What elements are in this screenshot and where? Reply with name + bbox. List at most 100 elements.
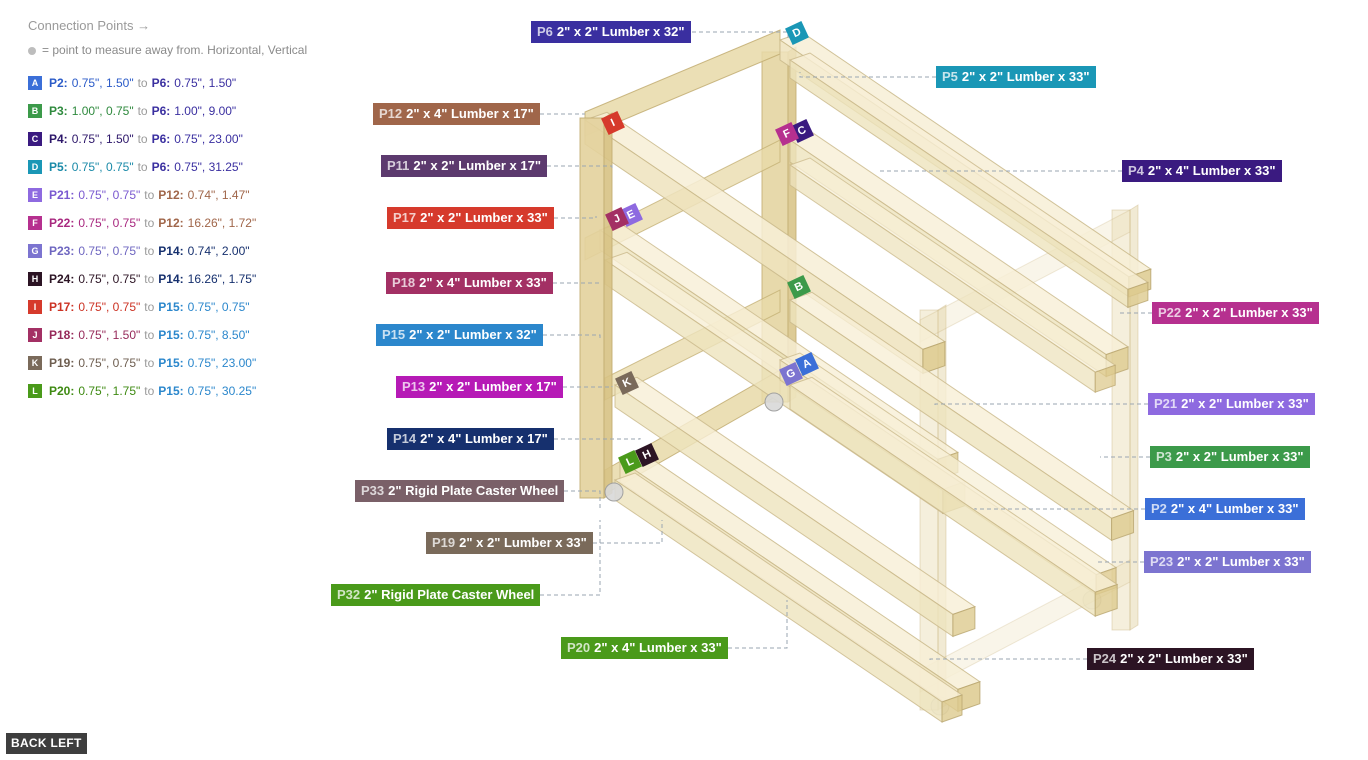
from-values: 0.75", 1.50" <box>78 328 141 342</box>
beam-p2-end <box>1094 583 1118 617</box>
part-id: P24 <box>1093 651 1117 666</box>
leader-line <box>540 520 601 596</box>
leader-line <box>554 438 641 440</box>
part-id: P6 <box>537 24 553 39</box>
part-id: P11 <box>387 158 410 173</box>
beam-p3-end <box>1111 509 1135 542</box>
to-values: 0.75", 1.50" <box>174 76 237 90</box>
back-left-button[interactable]: BACK LEFT <box>6 733 87 754</box>
part-id: P13 <box>402 379 426 394</box>
part-id: P21 <box>1154 396 1178 411</box>
part-desc: 2" x 2" Lumber x 33" <box>1120 651 1248 666</box>
part-desc: 2" x 2" Lumber x 33" <box>1177 554 1305 569</box>
post-front-left <box>579 117 605 499</box>
part-id: P17 <box>393 210 417 225</box>
to-values: 0.75", 30.25" <box>187 384 257 398</box>
to-part: P15: <box>158 328 184 342</box>
to-values: 0.75", 31.25" <box>174 160 243 174</box>
to-part: P15: <box>158 384 184 398</box>
point-dot-icon <box>28 46 36 55</box>
legend-title[interactable]: Connection Points → <box>28 18 151 33</box>
part-desc: 2" x 2" Lumber x 32" <box>409 327 537 342</box>
connection-badge: E <box>28 188 42 202</box>
from-values: 1.00", 0.75" <box>71 104 134 118</box>
from-values: 0.75", 1.50" <box>71 76 134 90</box>
from-part: P18: <box>49 328 75 342</box>
from-part: P24: <box>49 272 75 286</box>
to-word: to <box>137 160 148 174</box>
to-part: P14: <box>158 272 184 286</box>
part-id: P20 <box>567 640 591 655</box>
to-part: P6: <box>151 160 171 174</box>
leader-line <box>543 334 601 338</box>
to-word: to <box>144 384 155 398</box>
to-part: P14: <box>158 244 184 258</box>
from-values: 0.75", 0.75" <box>71 160 134 174</box>
part-id: P2 <box>1151 501 1167 516</box>
connection-points-legend: Connection Points → = point to measure a… <box>28 18 328 405</box>
part-desc: 2" x 4" Lumber x 33" <box>1170 501 1299 516</box>
from-part: P21: <box>49 188 75 202</box>
part-id: P4 <box>1128 163 1144 178</box>
connection-badge: D <box>28 160 42 174</box>
part-desc: 2" x 2" Lumber x 17" <box>429 379 557 394</box>
part-desc: 2" Rigid Plate Caster Wheel <box>364 587 535 602</box>
caster-wheel-front <box>604 482 624 502</box>
to-word: to <box>144 300 155 314</box>
to-word: to <box>144 356 155 370</box>
connection-badge: L <box>28 384 42 398</box>
to-word: to <box>144 244 155 258</box>
part-id: P15 <box>382 327 406 342</box>
part-desc: 2" Rigid Plate Caster Wheel <box>388 483 559 498</box>
to-word: to <box>144 328 155 342</box>
to-word: to <box>144 188 155 202</box>
part-desc: 2" x 2" Lumber x 33" <box>420 210 548 225</box>
from-part: P22: <box>49 216 75 230</box>
from-part: P17: <box>49 300 75 314</box>
from-values: 0.75", 1.50" <box>71 132 134 146</box>
leader-line <box>554 216 597 219</box>
from-part: P2: <box>49 76 68 90</box>
to-values: 0.75", 23.00" <box>187 356 257 370</box>
part-desc: 2" x 2" Lumber x 33" <box>459 535 587 550</box>
part-desc: 2" x 2" Lumber x 33" <box>1185 305 1313 320</box>
to-word: to <box>144 272 155 286</box>
to-values: 0.75", 8.50" <box>187 328 250 342</box>
post-front-left-side <box>603 112 613 499</box>
to-part: P12: <box>158 216 184 230</box>
part-id: P33 <box>361 483 385 498</box>
to-word: to <box>137 104 148 118</box>
to-word: to <box>137 76 148 90</box>
part-id: P12 <box>379 106 403 121</box>
part-desc: 2" x 2" Lumber x 33" <box>1181 396 1309 411</box>
leader-line <box>974 508 1145 510</box>
to-part: P15: <box>158 356 184 370</box>
from-values: 0.75", 0.75" <box>78 244 141 258</box>
part-id: P18 <box>392 275 416 290</box>
